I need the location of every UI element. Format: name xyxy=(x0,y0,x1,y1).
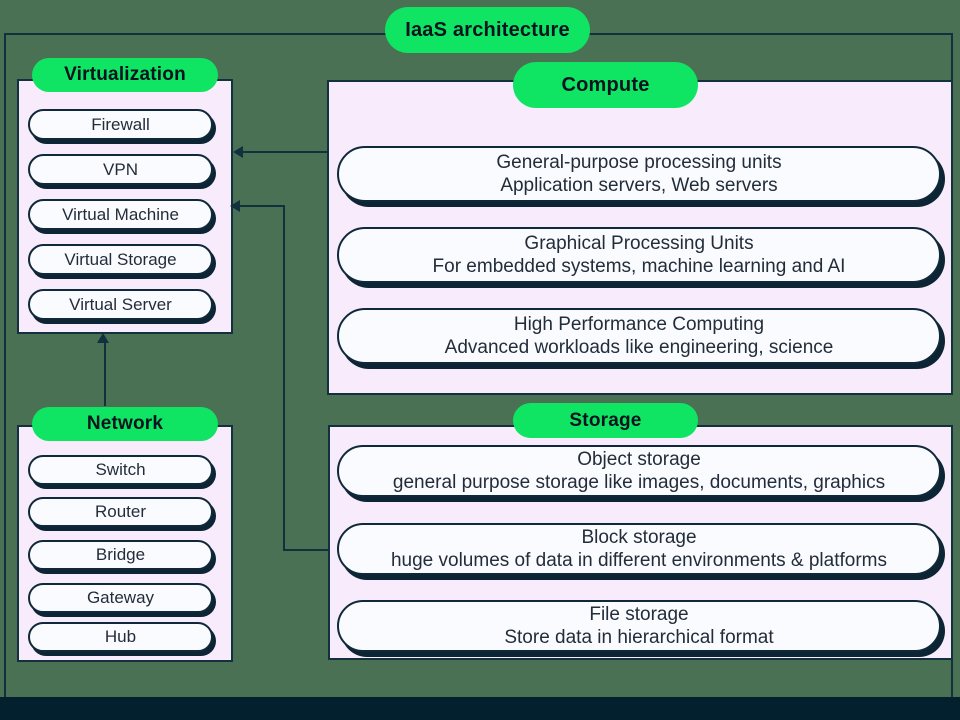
diagram-title-pill: IaaS architecture xyxy=(385,7,590,53)
storage-header-pill: Storage xyxy=(513,403,698,438)
connector-compute-to-virtualization-arrowhead xyxy=(233,146,243,158)
network-item-bridge: Bridge xyxy=(28,540,213,570)
virtualization-item-firewall: Firewall xyxy=(28,109,213,140)
storage-header-label: Storage xyxy=(569,409,642,431)
compute-header-pill: Compute xyxy=(513,62,698,108)
network-header-label: Network xyxy=(86,413,164,434)
compute-item-gpp-desc: Application servers, Web servers xyxy=(500,175,778,196)
compute-item-gpp-title: General-purpose processing units xyxy=(496,152,782,173)
storage-item-block-desc: huge volumes of data in different enviro… xyxy=(390,550,888,571)
network-item-router: Router xyxy=(28,497,213,527)
storage-item-object: Object storage general purpose storage l… xyxy=(337,445,941,497)
frame-right-line-lower xyxy=(951,658,953,697)
compute-item-gpu: Graphical Processing Units For embedded … xyxy=(337,227,941,283)
compute-item-hpc-title: High Performance Computing xyxy=(513,314,765,335)
frame-right-line-upper xyxy=(951,33,953,82)
virtualization-item-vpn: VPN xyxy=(28,154,213,185)
storage-item-file-desc: Store data in hierarchical format xyxy=(504,627,774,648)
storage-item-file: File storage Store data in hierarchical … xyxy=(337,600,941,652)
virtualization-item-virtual-machine: Virtual Machine xyxy=(28,199,213,230)
compute-item-hpc-desc: Advanced workloads like engineering, sci… xyxy=(444,337,834,358)
connector-storage-to-virtualization-line-bottom xyxy=(283,549,328,551)
connector-storage-to-virtualization-line-vertical xyxy=(283,205,285,551)
compute-item-hpc: High Performance Computing Advanced work… xyxy=(337,308,941,364)
network-item-switch: Switch xyxy=(28,455,213,485)
virtualization-item-virtual-server: Virtual Server xyxy=(28,289,213,320)
connector-storage-to-virtualization-arrowhead xyxy=(230,200,240,212)
connector-network-to-virtualization-line xyxy=(104,341,106,406)
connector-storage-to-virtualization-line-top xyxy=(239,205,285,207)
virtualization-header-label: Virtualization xyxy=(64,64,186,85)
compute-item-gpp: General-purpose processing units Applica… xyxy=(337,146,941,202)
diagram-title: IaaS architecture xyxy=(405,18,570,41)
storage-item-file-title: File storage xyxy=(589,604,689,625)
network-item-gateway: Gateway xyxy=(28,583,213,613)
virtualization-item-virtual-storage: Virtual Storage xyxy=(28,244,213,275)
compute-item-gpu-title: Graphical Processing Units xyxy=(524,233,754,254)
compute-header-label: Compute xyxy=(561,73,650,96)
storage-item-object-title: Object storage xyxy=(577,449,701,470)
frame-left-line xyxy=(4,33,6,697)
bottom-bar xyxy=(0,697,960,720)
connector-network-to-virtualization-arrowhead xyxy=(97,333,109,343)
virtualization-header-pill: Virtualization xyxy=(32,58,218,92)
compute-item-gpu-desc: For embedded systems, machine learning a… xyxy=(432,256,846,277)
storage-item-block-title: Block storage xyxy=(581,527,697,548)
network-item-hub: Hub xyxy=(28,622,213,652)
storage-item-block: Block storage huge volumes of data in di… xyxy=(337,523,941,575)
connector-compute-to-virtualization-line xyxy=(242,151,327,153)
network-header-pill: Network xyxy=(32,407,218,441)
storage-item-object-desc: general purpose storage like images, doc… xyxy=(392,472,886,493)
